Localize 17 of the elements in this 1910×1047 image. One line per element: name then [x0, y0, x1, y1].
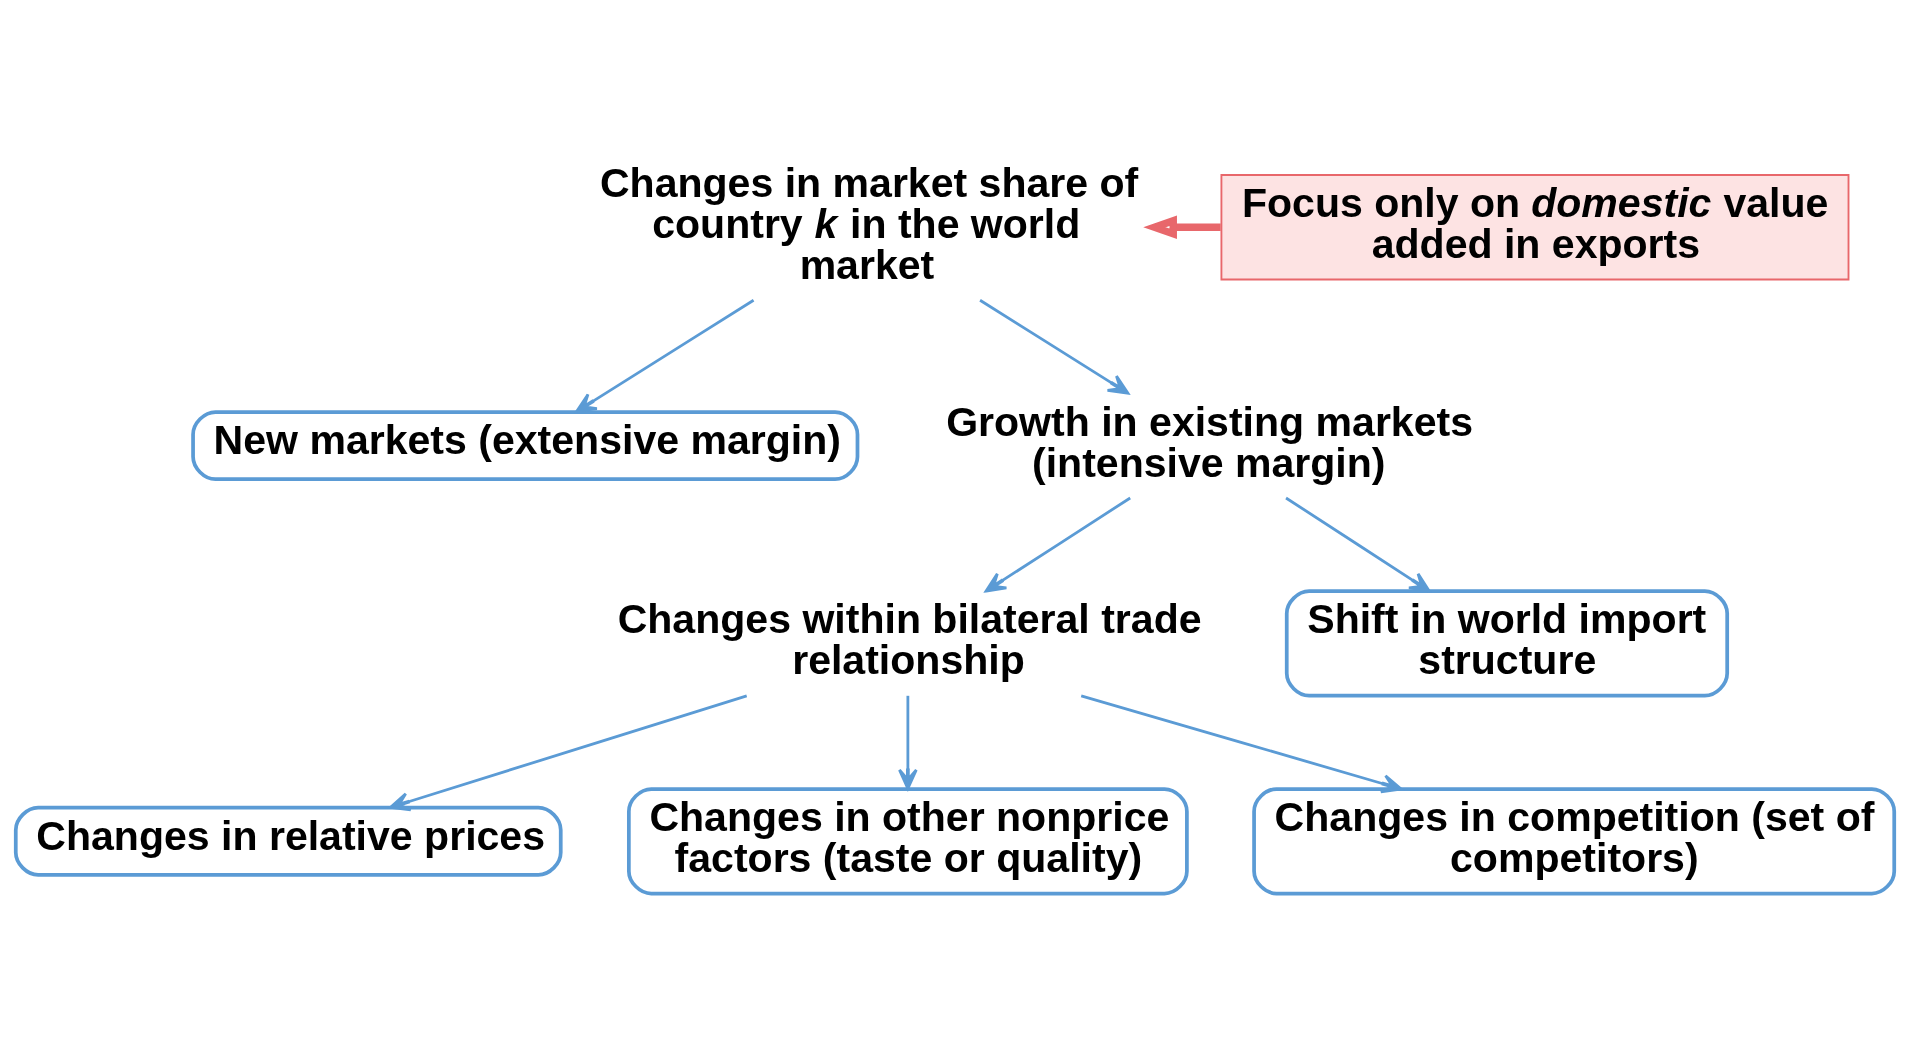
arrow [389, 693, 748, 811]
node-box: Changes in competition (set of competitors) [1252, 786, 1897, 895]
node-text: Changes within bilateral trade relationship [617, 595, 1202, 683]
node-text: Growth in existing markets (intensive margin) [946, 398, 1474, 486]
arrow [1080, 693, 1403, 793]
node-text: Changes in market share of country k in the world market [599, 159, 1139, 288]
node-box: Changes in other nonprice factors (taste or quality) [627, 786, 1189, 895]
node-box: Shift in world import structure [1284, 588, 1730, 698]
arrow [1143, 214, 1221, 239]
arrow [1285, 496, 1431, 592]
node-box: New markets (extensive margin) [191, 409, 860, 481]
node-box: Focus only on domestic value added in exports [1220, 173, 1850, 280]
arrow [898, 695, 918, 790]
node-box: Changes in relative prices [13, 805, 563, 877]
arrow [984, 496, 1131, 592]
arrow [979, 298, 1130, 395]
arrow [575, 298, 755, 413]
